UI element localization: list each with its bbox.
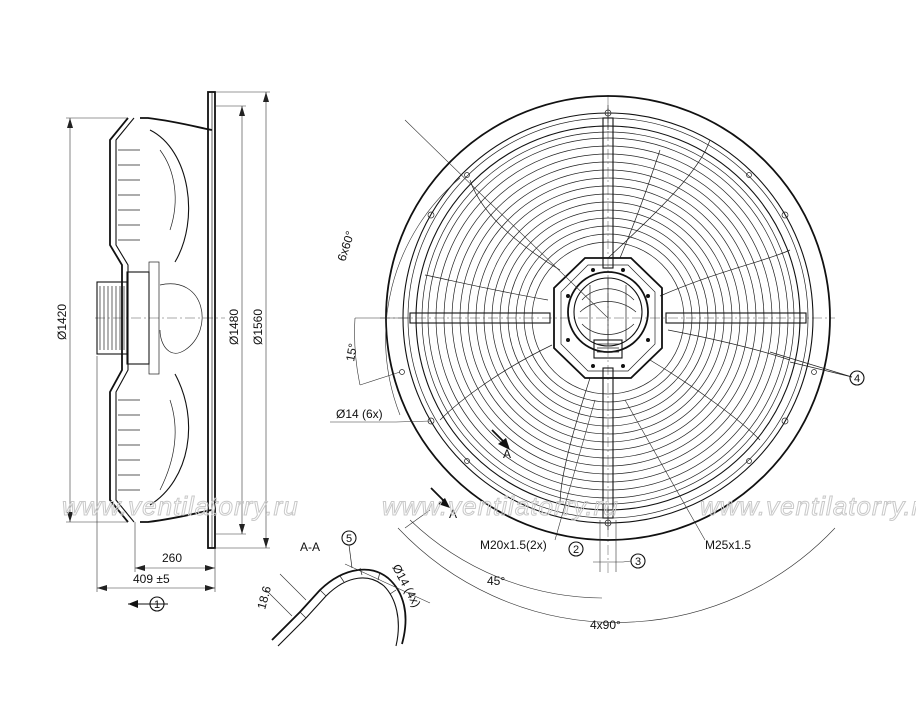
holes-6x: Ø14 (6x) (336, 407, 383, 421)
dim-18-6: 18.6 (254, 584, 274, 610)
dim-diameter-1560: Ø1560 (251, 309, 265, 345)
watermark-3: www.ventilatorry.ru (700, 491, 916, 521)
dim-depth-409: 409 ±5 (133, 572, 170, 586)
angle-15: 15° (343, 342, 360, 362)
dim-diameter-1420: Ø1420 (55, 304, 69, 340)
watermark-1: www.ventilatorry.ru (62, 491, 299, 521)
dim-diameter-1480: Ø1480 (227, 309, 241, 345)
cable-gland-m20: M20x1.5(2x) (480, 538, 547, 552)
callout-3: 3 (635, 556, 641, 568)
callout-4: 4 (854, 373, 860, 385)
section-view: A-A 5 18.6 Ø14 (4x) (254, 530, 431, 647)
front-view: 6x60° 15° Ø14 (6x) A A 45° 4x90° M20x1.5… (330, 95, 865, 632)
section-title: A-A (300, 540, 320, 554)
callout-5: 5 (346, 533, 352, 545)
watermark-group: www.ventilatorry.ru www.ventilatorry.ru … (62, 491, 916, 522)
callout-2: 2 (573, 544, 579, 556)
side-view: Ø1420 Ø1480 Ø1560 260 409 ±5 1 (55, 91, 270, 612)
angle-6x60: 6x60° (335, 229, 358, 263)
angle-45: 45° (487, 574, 505, 588)
section-mark-a-upper: A (503, 447, 511, 461)
dim-depth-260: 260 (162, 551, 182, 565)
callout-1: 1 (154, 599, 160, 611)
section-mark-a-lower: A (449, 507, 457, 521)
watermark-2: www.ventilatorry.ru (382, 491, 619, 521)
cable-gland-m25: M25x1.5 (705, 538, 751, 552)
angle-4x90: 4x90° (590, 618, 621, 632)
